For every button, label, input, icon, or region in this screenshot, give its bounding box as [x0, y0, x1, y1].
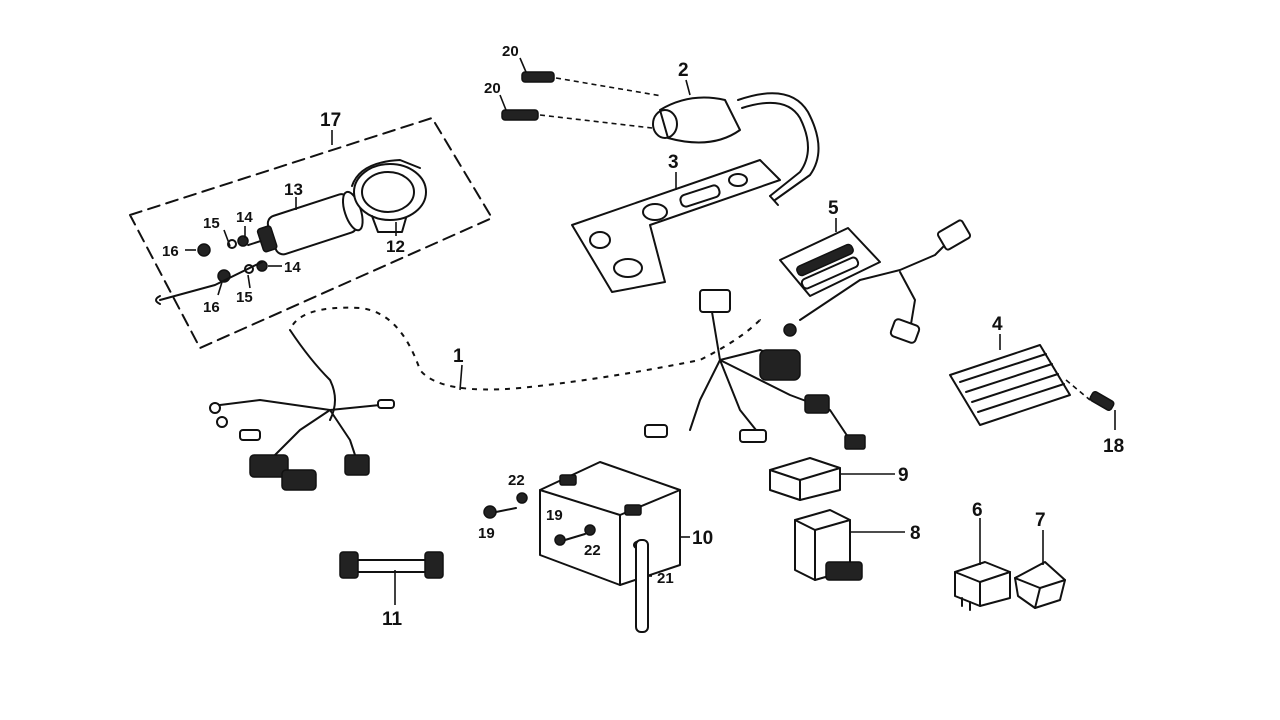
starter-motor: [247, 190, 364, 256]
starter-assembly-dashed-box: [129, 117, 493, 349]
battery-breather-tube: [635, 539, 649, 633]
label-part-19-right: 19: [546, 507, 563, 524]
label-part-9: 9: [898, 465, 909, 486]
label-part-22-left: 22: [508, 472, 525, 489]
voltage-regulator: [949, 344, 1091, 426]
callout-labels: 1 2 3 4 5 6 7 8 9 10 11 12 13 14 14 15 1…: [162, 43, 1124, 630]
coil-bolt-lower: [501, 109, 653, 129]
label-part-18: 18: [1103, 436, 1124, 457]
label-part-19-left: 19: [478, 525, 495, 542]
leader-lines: [185, 57, 1116, 605]
label-part-2: 2: [678, 60, 689, 81]
label-part-16-top: 16: [162, 243, 179, 260]
regulator-bolt: [1089, 391, 1115, 411]
cdi-unit-8: [794, 509, 863, 581]
battery-bolt-right: [554, 524, 596, 546]
ignition-coil: [652, 92, 820, 206]
battery-strap-11: [339, 551, 444, 579]
nut-16-top: [197, 243, 211, 257]
starter-cable: [159, 261, 263, 301]
fuse-box: [779, 219, 972, 344]
label-part-6: 6: [972, 500, 983, 521]
label-part-14-bottom: 14: [284, 259, 301, 276]
battery-bolt-left: [483, 492, 528, 519]
washer-14-top: [237, 235, 249, 247]
label-part-4: 4: [992, 314, 1003, 335]
label-part-11: 11: [382, 609, 403, 630]
main-wiring-harness: [209, 289, 866, 491]
label-part-15-bottom: 15: [236, 289, 253, 306]
relay-9: [769, 457, 841, 501]
label-part-8: 8: [910, 523, 921, 544]
label-part-7: 7: [1035, 510, 1046, 531]
coil-bracket: [571, 159, 781, 293]
starter-clamp: [351, 159, 427, 233]
label-part-22-right: 22: [584, 542, 601, 559]
label-part-17: 17: [320, 110, 341, 131]
label-part-21: 21: [657, 570, 674, 587]
label-part-14-top: 14: [236, 209, 253, 226]
starter-motor-assembly-group: [129, 117, 493, 349]
label-part-10: 10: [692, 528, 713, 549]
label-part-5: 5: [828, 198, 839, 219]
label-part-20-upper: 20: [502, 43, 519, 60]
coil-bolt-upper: [521, 71, 663, 97]
label-part-15-top: 15: [203, 215, 220, 232]
label-part-3: 3: [668, 152, 679, 173]
label-part-13: 13: [284, 180, 303, 199]
label-part-20-lower: 20: [484, 80, 501, 97]
label-part-12: 12: [386, 237, 405, 256]
relay-7: [1014, 561, 1066, 609]
flasher-relay-6: [954, 561, 1011, 611]
label-part-1: 1: [453, 346, 464, 367]
label-part-16-bottom: 16: [203, 299, 220, 316]
